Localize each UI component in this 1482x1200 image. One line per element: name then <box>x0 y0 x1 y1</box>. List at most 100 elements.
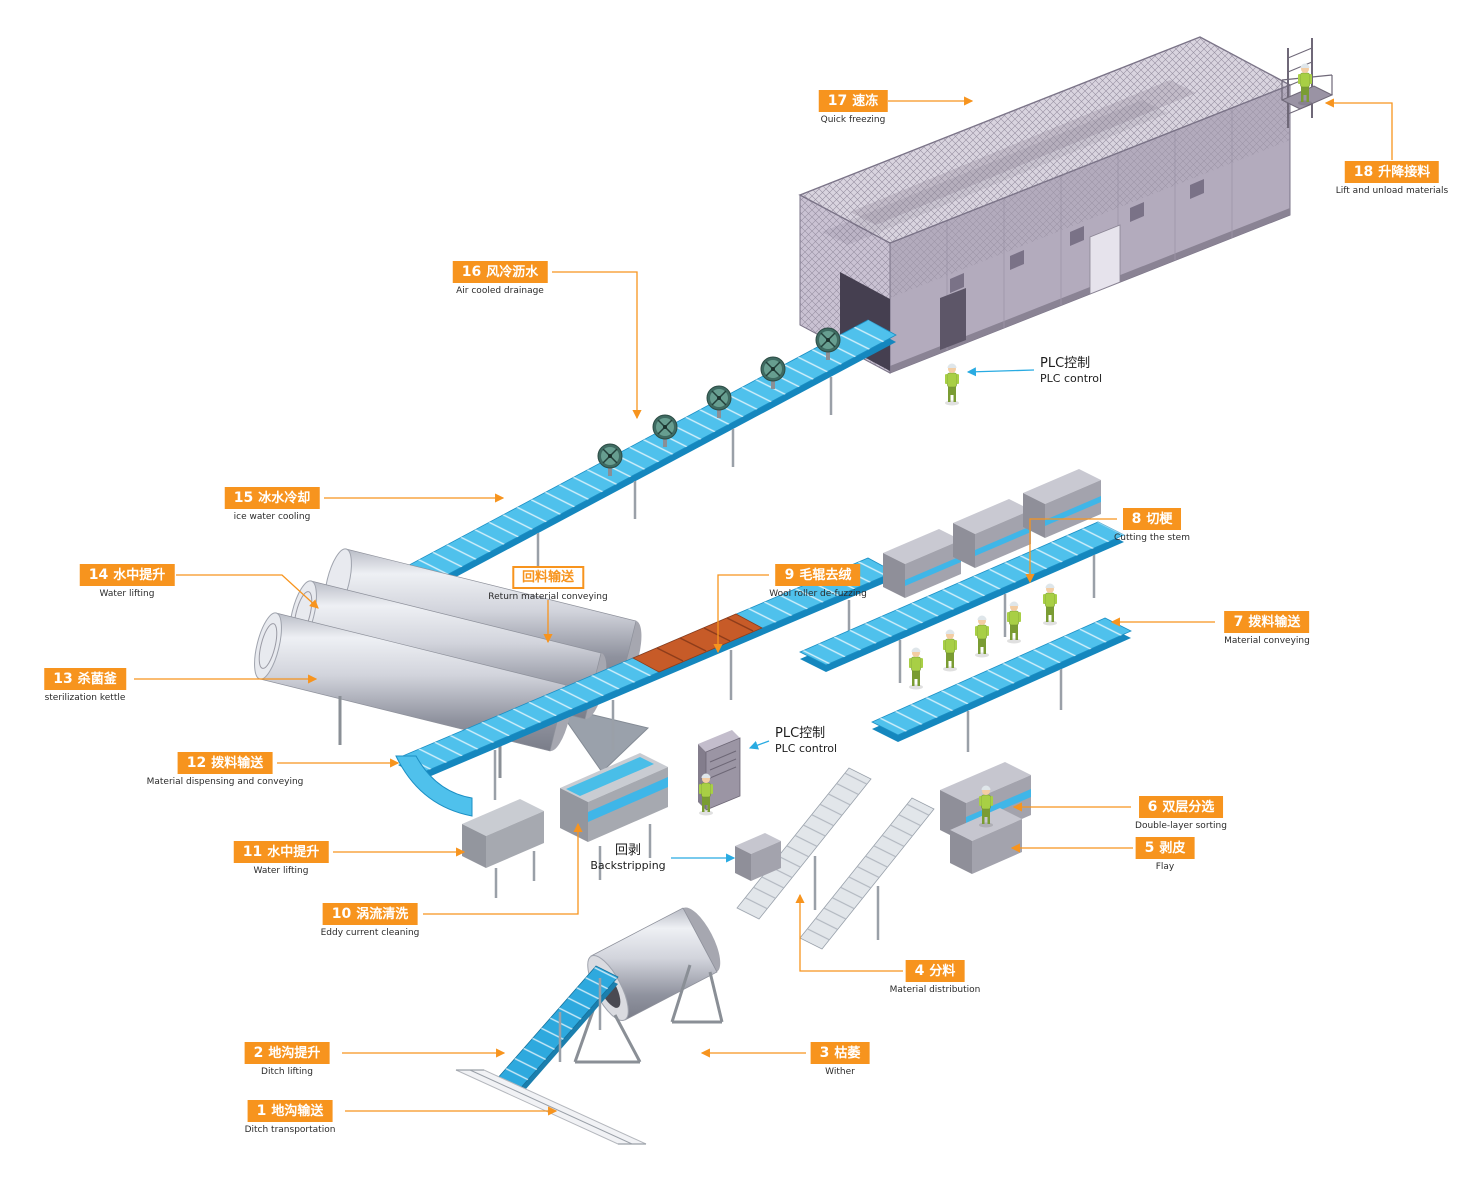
callout-number: 1 <box>256 1103 267 1119</box>
leader-8 <box>1025 518 1117 584</box>
ditch-lift-conveyor <box>495 965 619 1098</box>
callout-title-zh: 双层分选 <box>1162 800 1215 815</box>
callout-number: 13 <box>53 671 73 687</box>
freezer-tunnel <box>798 36 1334 374</box>
note-subtitle-en: PLC control <box>1040 372 1103 386</box>
callout-6-double-layer-sorting: 6 双层分选 Double-layer sorting <box>1135 796 1227 831</box>
callout-title-zh: 拨料输送 <box>1248 615 1301 630</box>
note-plc-control-top: PLC控制 PLC control <box>1040 356 1102 386</box>
callout-subtitle-en: Water lifting <box>253 866 309 876</box>
leader-10 <box>423 822 583 915</box>
callout-title-zh: 冰水冷却 <box>258 491 311 506</box>
callout-subtitle-en: Quick freezing <box>820 115 886 125</box>
note-title-zh: PLC控制 <box>1040 356 1091 371</box>
callout-number: 9 <box>784 567 795 583</box>
callout-title-zh: 水中提升 <box>267 845 320 860</box>
leader-lines <box>134 96 1393 1116</box>
callout-17-quick-freezing: 17 速冻 Quick freezing <box>818 90 888 125</box>
processing-platform <box>799 469 1132 752</box>
leader-14 <box>176 574 319 609</box>
fan-units <box>597 327 841 476</box>
leader-plc-mid <box>748 740 770 750</box>
label-badge-outline: 回料输送 <box>511 566 585 589</box>
callout-subtitle-en: Water lifting <box>99 589 155 599</box>
label-return-conveying: 回料输送 Return material conveying <box>488 566 608 602</box>
callout-subtitle-en: Lift and unload materials <box>1335 186 1449 196</box>
callout-18-lift-unload: 18 升降接料 Lift and unload materials <box>1336 161 1448 196</box>
callout-number: 2 <box>253 1045 264 1061</box>
callout-title-zh: 升降接料 <box>1378 165 1431 180</box>
callout-title-zh: 地沟提升 <box>268 1046 321 1061</box>
callout-subtitle-en: Wither <box>825 1067 855 1077</box>
callout-number: 17 <box>827 93 848 109</box>
callout-number: 12 <box>186 755 207 771</box>
callout-title-zh: 水中提升 <box>113 568 166 583</box>
callout-badge: 8 切梗 <box>1122 508 1182 530</box>
leader-lines-blue <box>671 367 1035 863</box>
callout-title-zh: 枯萎 <box>834 1046 861 1061</box>
leader-9 <box>713 574 769 654</box>
label-subtitle-en: Return material conveying <box>488 592 608 602</box>
callout-subtitle-en: Double-layer sorting <box>1135 821 1227 831</box>
callout-number: 16 <box>461 264 482 280</box>
callout-title-zh: 拨料输送 <box>211 756 264 771</box>
callout-subtitle-en: ice water cooling <box>233 512 311 522</box>
callout-badge: 18 升降接料 <box>1344 161 1440 183</box>
callout-subtitle-en: Eddy current cleaning <box>320 928 420 938</box>
fan-icon <box>815 327 841 360</box>
callout-number: 14 <box>88 567 109 583</box>
callout-subtitle-en: Flay <box>1155 862 1175 872</box>
callout-subtitle-en: Material conveying <box>1224 636 1310 646</box>
leader-18 <box>1324 98 1393 160</box>
callout-number: 5 <box>1144 840 1155 856</box>
stem-cutting-machines <box>883 469 1101 598</box>
return-conveyor <box>395 557 895 817</box>
callout-14-water-lifting: 14 水中提升 Water lifting <box>79 564 175 599</box>
fan-icon <box>652 414 678 447</box>
callout-title-zh: 地沟输送 <box>271 1104 324 1119</box>
fan-icon <box>597 443 623 476</box>
callout-title-zh: 切梗 <box>1146 512 1173 527</box>
callout-subtitle-en: Ditch lifting <box>261 1067 313 1077</box>
callout-badge: 11 水中提升 <box>233 841 329 863</box>
fan-icon <box>760 356 786 389</box>
callout-title-zh: 速冻 <box>852 94 879 109</box>
sterilization-kettles <box>254 548 650 778</box>
callout-subtitle-en: Cutting the stem <box>1114 533 1190 543</box>
callout-number: 11 <box>242 844 263 860</box>
callout-subtitle-en: sterilization kettle <box>44 693 126 703</box>
callout-8-stem-cutting: 8 切梗 Cutting the stem <box>1114 508 1190 543</box>
sorting-flay-machines <box>735 762 1031 950</box>
fan-icon <box>706 385 732 418</box>
callout-number: 6 <box>1147 799 1158 815</box>
note-backstripping: 回剥 Backstripping <box>590 843 665 873</box>
callout-number: 10 <box>331 906 352 922</box>
callout-badge: 12 拨料输送 <box>177 752 273 774</box>
callout-subtitle-en: Material distribution <box>889 985 981 995</box>
callout-subtitle-en: Wool roller de-fuzzing <box>769 589 867 599</box>
callout-number: 8 <box>1131 511 1142 527</box>
label-title-zh: 回料输送 <box>521 570 575 585</box>
callout-badge: 17 速冻 <box>818 90 888 112</box>
callout-number: 18 <box>1353 164 1374 180</box>
callout-title-zh: 分料 <box>929 964 956 979</box>
callout-badge: 14 水中提升 <box>79 564 175 586</box>
plc-cabinet <box>698 730 741 811</box>
cleaning-machines <box>462 753 668 898</box>
callout-title-zh: 涡流清洗 <box>356 907 409 922</box>
